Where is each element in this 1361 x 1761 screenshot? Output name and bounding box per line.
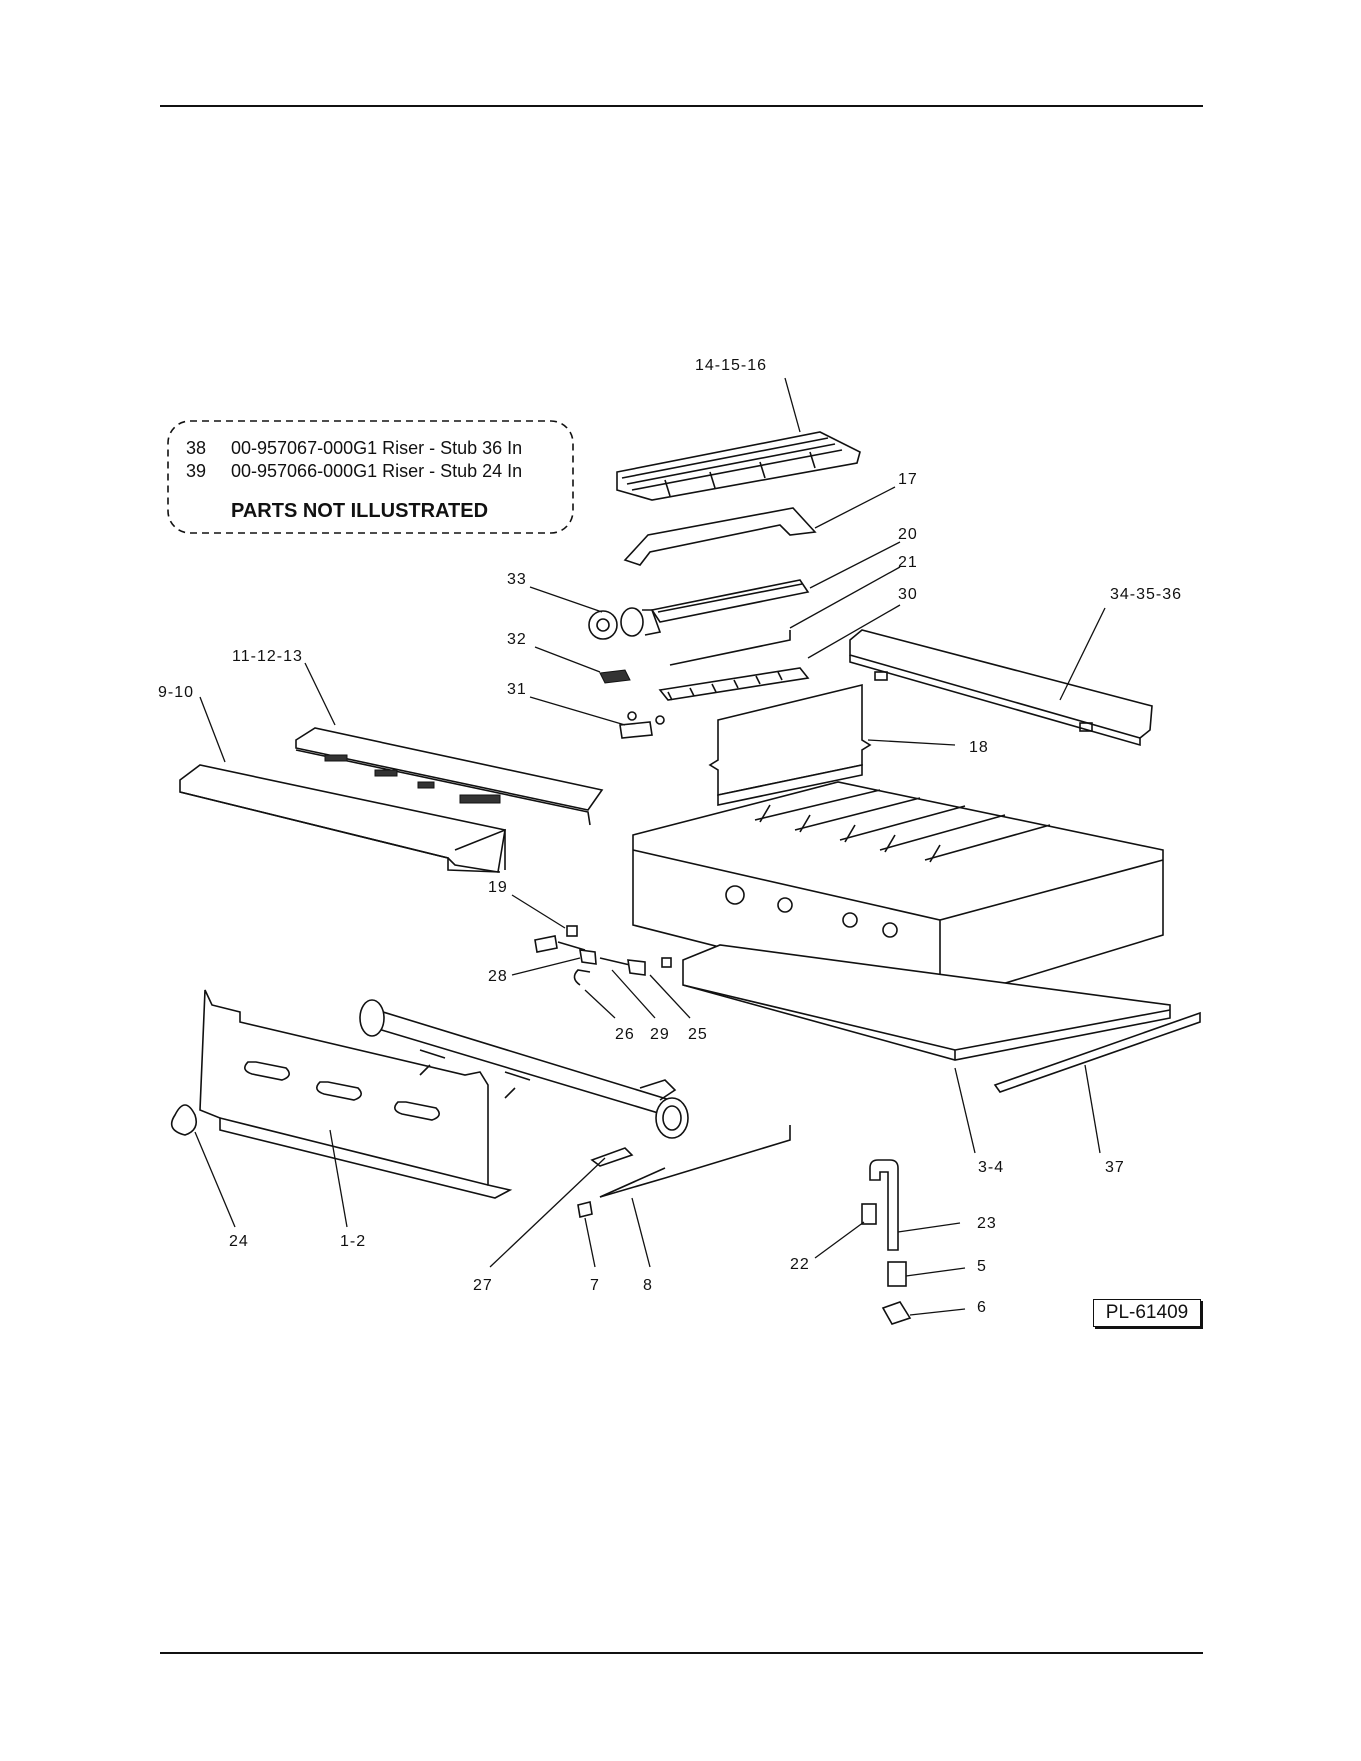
front-trim-parts xyxy=(180,728,602,872)
callout-1-2: 1-2 xyxy=(340,1233,366,1250)
note-row-39-num: 39 xyxy=(186,461,206,481)
callout-19: 19 xyxy=(488,879,508,896)
callout-25: 25 xyxy=(688,1026,708,1043)
main-chassis-part xyxy=(633,782,1170,1060)
callout-11-12-13: 11-12-13 xyxy=(232,648,303,665)
callout-14-15-16: 14-15-16 xyxy=(695,357,767,374)
top-grate-part xyxy=(617,432,860,500)
callout-22: 22 xyxy=(790,1256,810,1273)
callout-28: 28 xyxy=(488,968,508,985)
callout-3-4: 3-4 xyxy=(978,1159,1004,1176)
front-panel-part xyxy=(200,990,510,1198)
callout-29: 29 xyxy=(650,1026,670,1043)
callout-21: 21 xyxy=(898,554,918,571)
bracket-parts xyxy=(600,670,664,738)
callout-31: 31 xyxy=(507,681,527,698)
riser-parts xyxy=(862,1160,910,1324)
callout-7: 7 xyxy=(590,1277,600,1294)
note-row-38-num: 38 xyxy=(186,438,206,458)
callout-9-10: 9-10 xyxy=(158,684,194,701)
radiant-part xyxy=(625,508,815,565)
callout-24: 24 xyxy=(229,1233,249,1250)
parts-not-illustrated-note: 38 00-957067-000G1 Riser - Stub 36 In 39… xyxy=(168,421,573,533)
drawing-id-box: PL-61409 xyxy=(1093,1299,1201,1327)
pilot-tube-parts xyxy=(578,1125,790,1217)
callout-34-35-36: 34-35-36 xyxy=(1110,586,1182,603)
callout-5: 5 xyxy=(977,1258,987,1275)
note-row-39-part: 00-957066-000G1 Riser - Stub 24 In xyxy=(231,461,522,481)
callout-20: 20 xyxy=(898,526,918,543)
callout-23: 23 xyxy=(977,1215,997,1232)
burner-assembly-part xyxy=(589,580,808,700)
side-rail-part xyxy=(850,630,1152,745)
callout-6: 6 xyxy=(977,1299,987,1316)
note-heading: PARTS NOT ILLUSTRATED xyxy=(231,500,488,522)
callout-32: 32 xyxy=(507,631,527,648)
callout-30: 30 xyxy=(898,586,918,603)
callout-27: 27 xyxy=(473,1277,493,1294)
callout-33: 33 xyxy=(507,571,527,588)
callout-18: 18 xyxy=(969,739,989,756)
callout-26: 26 xyxy=(615,1026,635,1043)
callout-8: 8 xyxy=(643,1277,653,1294)
callout-37: 37 xyxy=(1105,1159,1125,1176)
callout-17: 17 xyxy=(898,471,918,488)
note-row-38-part: 00-957067-000G1 Riser - Stub 36 In xyxy=(231,438,522,458)
